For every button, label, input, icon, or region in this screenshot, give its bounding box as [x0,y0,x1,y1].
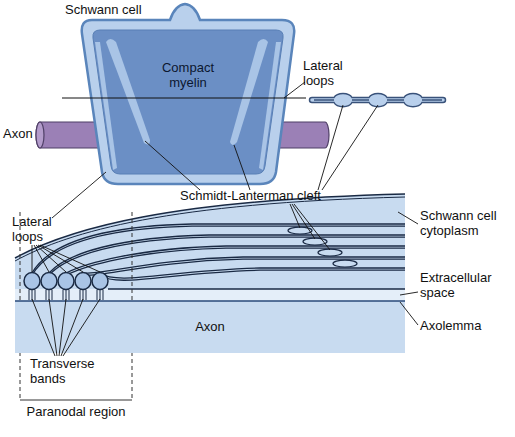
leader-line [32,245,33,272]
structure-label: Lateral loops [12,214,62,244]
region-label: Paranodal region [20,404,132,419]
transverse-band [32,290,33,300]
profile-compact-line [352,99,369,101]
extracellular-space-band [15,289,405,301]
lateral-loop [24,273,40,290]
schmidt-lanterman-pocket [333,260,357,267]
node-outline-group [93,30,283,174]
myelin-lamella [49,235,405,273]
profile-compact-line [387,99,404,101]
leader-line [32,299,55,356]
transverse-band [103,290,104,300]
leader-line [234,145,250,190]
transverse-band [97,290,98,300]
leader-line [284,82,305,98]
leader-line [400,302,418,325]
myelin-lamella [100,270,405,280]
leader-line [145,141,200,190]
leader-line [52,172,106,218]
transverse-band [83,290,84,300]
transverse-band [100,290,101,300]
transverse-band [35,290,36,300]
transverse-band [63,290,64,300]
schwann-inner-membrane [108,288,405,290]
axolemma-line [15,300,405,302]
schmidt-lanterman-pocket [303,238,327,245]
compact-myelin: Compact myelin [92,28,284,176]
lateral-loop-profile [310,93,446,106]
structure-label: Transverse bands [30,356,105,386]
lateral-loop [92,273,108,290]
leader-line [290,204,300,228]
profile-compact-line [314,99,442,101]
transverse-band [49,290,50,300]
node-outline-group [82,4,295,184]
myelin-lamella [100,268,405,278]
lateral-loop [75,273,91,290]
node-label: Axon [15,319,405,334]
leader-line [59,299,66,356]
leader-line [63,299,100,356]
transverse-band [46,290,47,300]
profile-compact-line [314,99,334,101]
schmidt-lanterman-cleft [230,39,268,145]
leader-line [38,245,83,272]
structure-label: Schwann cell cytoplasm [420,208,510,238]
axon-cylinder-body [36,122,329,148]
transverse-band [80,290,81,300]
lateral-loop [58,273,74,290]
compact-myelin-shape [93,30,283,174]
lateral-loop [41,273,57,290]
transverse-band [29,290,30,300]
leader-line [294,204,330,250]
profile-compact-line [422,99,442,101]
section-line [62,98,306,99]
structure-label: Lateral loops [303,58,353,88]
paranode-bracket [20,400,132,401]
structure-label: Schmidt-Lanterman cleft [180,188,350,203]
schwann-cytoplasm-fill [15,194,405,289]
leader-line [398,212,418,224]
structure-label: Extracellular space [420,270,510,300]
leader-line [400,292,418,295]
axon-cylinder-end [36,122,44,148]
schmidt-lanterman-pocket [318,249,342,256]
schwann-cell-outline [82,4,295,184]
transverse-band [66,290,67,300]
schmidt-lanterman-cleft [106,39,150,144]
leader-line [322,105,378,190]
node-label: Compact myelin [153,60,223,90]
transverse-band [69,290,70,300]
schwann-cell: Schwann cellCompact myelin [60,0,300,190]
transverse-band [86,290,87,300]
myelin-lamellae [24,224,405,300]
node-outline-group [36,122,329,148]
myelin-lamella [83,259,405,275]
leader-line [292,204,315,239]
transverse-band [52,290,53,300]
node-label: Schwann cell [65,2,142,17]
node-label: Axon [3,126,33,141]
leader-line [318,105,343,190]
axon-band: Axon [15,301,405,353]
leader-line [36,245,66,272]
leader-line [61,299,83,356]
schwann-outer-membrane-inner [15,197,405,261]
leader-lines [32,82,418,356]
structure-label: Axolemma [420,318,510,333]
leader-line [34,245,49,272]
schmidt-lanterman-pocket [288,227,312,234]
leader-line [40,245,100,272]
lateral-loop-band [259,42,281,170]
node-outline [92,28,284,176]
leader-line [49,299,57,356]
